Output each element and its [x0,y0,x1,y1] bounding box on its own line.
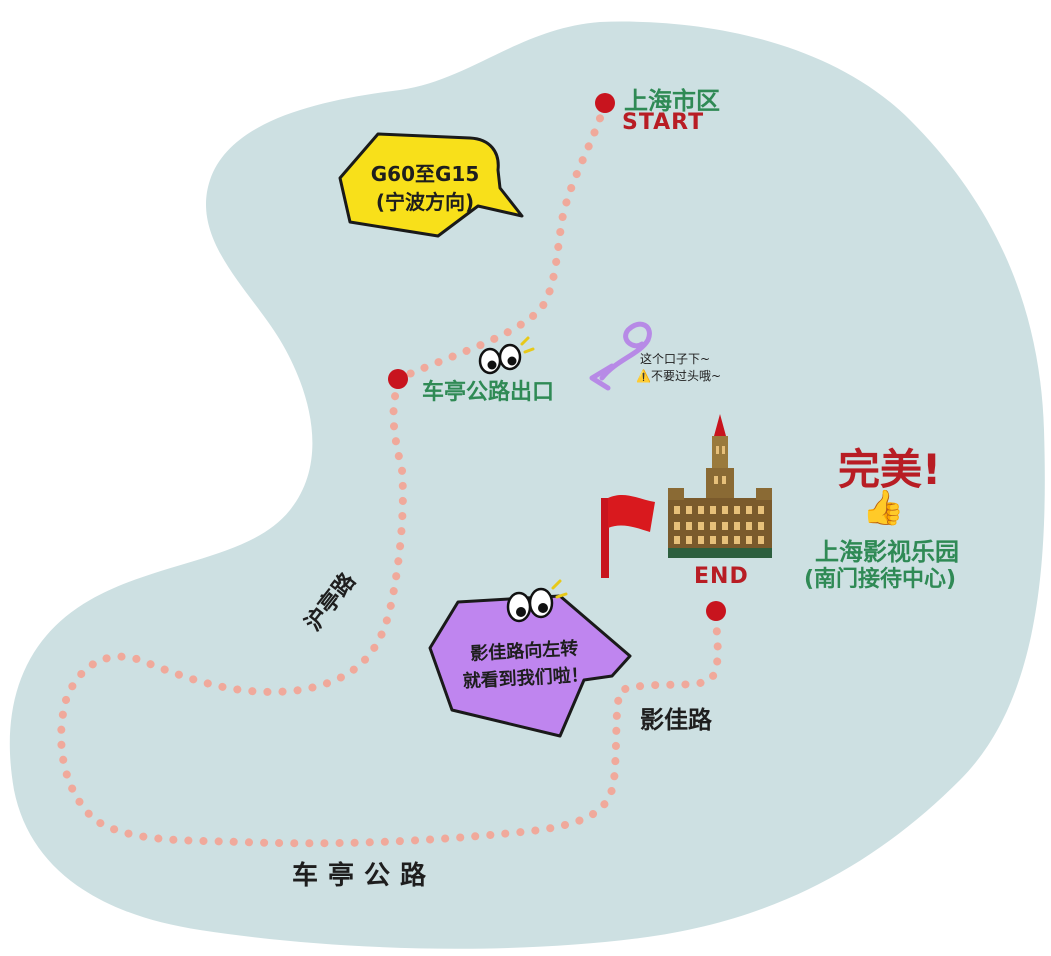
curly-arrow-icon [589,321,652,391]
end-tag: END [694,564,749,589]
eyes-icon [478,336,535,375]
speech-bubble-g60 [338,132,524,238]
road-label-cheting: 车亭公路 [292,861,437,891]
start-location-name: 上海市区 [624,87,720,115]
map-land-area [9,21,1045,949]
end-marker [706,601,726,621]
destination-subname: (南门接待中心) [803,567,957,592]
praise-text: 完美! [838,445,942,494]
flag-icon [601,494,655,578]
start-marker [595,93,615,113]
start-tag: START [622,110,705,135]
bubble-g60-text: G60至G15 (宁波方向) [345,160,505,216]
speech-bubble-turn [428,594,632,738]
exit-note-line2: ⚠️不要过头哦~ [636,369,721,383]
route-line [57,100,722,848]
exit-marker [388,369,408,389]
exit-location-name: 车亭公路出口 [422,380,555,405]
eyes-icon [506,579,568,623]
bubble-g60-line2: (宁波方向) [375,190,475,214]
exit-note-line1: 这个口子下~ [640,352,711,366]
destination-name: 上海影视乐园 [815,538,959,566]
bubble-g60-line1: G60至G15 [370,162,480,186]
building-icon [668,414,772,558]
thumbs-up-icon: 👍 [862,488,905,528]
road-label-yingjia: 影佳路 [640,706,712,734]
bubble-turn-text: 影佳路向左转 就看到我们啦！ [429,633,622,697]
